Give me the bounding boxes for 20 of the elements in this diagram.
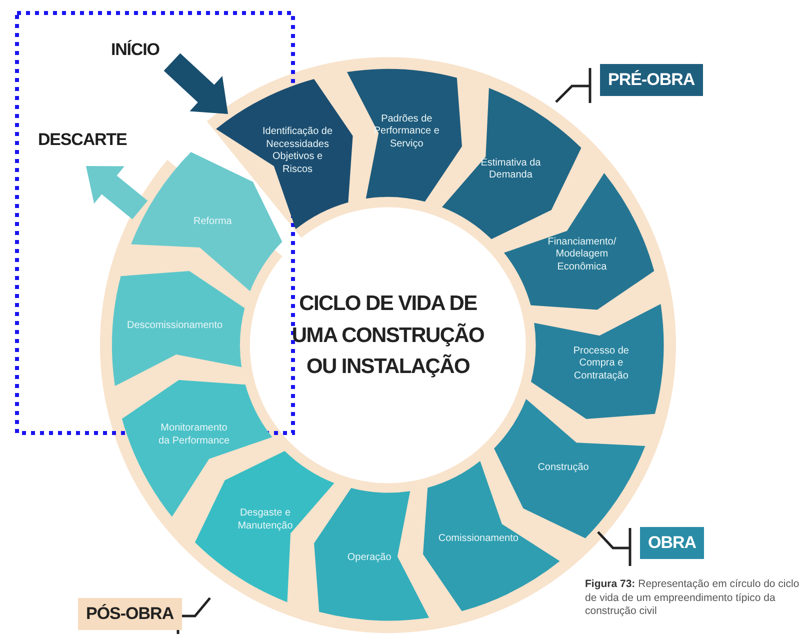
segment-label: Monitoramento da Performance [157,422,231,448]
phase-tag: PÓS-OBRA [78,598,182,630]
block-arrow [86,166,148,220]
stage-word: DESCARTE [38,130,127,150]
segment-label: Estimativa da Demanda [480,157,542,182]
segment-label: Construção [536,461,590,474]
segment-label: Identificação de Necessidades Objetivos e Riscos [262,126,334,176]
diagram-title: CICLO DE VIDA DE UMA CONSTRUÇÃO OU INSTALAÇÃO [290,291,486,380]
segment-label: Processo de Compra e Contratação [572,344,630,382]
phase-tag: OBRA [640,527,704,559]
segment-label: Desgaste e Manutenção [236,508,294,533]
block-arrow [164,53,228,114]
stage-word: INÍCIO [111,40,160,60]
phase-tag: PRÉ-OBRA [600,64,703,96]
segment-label: Financiamento/ Modelagem Econômica [546,236,618,274]
segment-label: Comissionamento [437,532,520,546]
segment-label: Reforma [192,216,233,228]
segment-label: Descomissionamento [126,320,224,333]
segment-label: Operação [346,552,392,564]
figure-caption: Figura 73: Representação em círculo do ciclo de vida de um empreendimento típico da construção civil [585,578,800,619]
